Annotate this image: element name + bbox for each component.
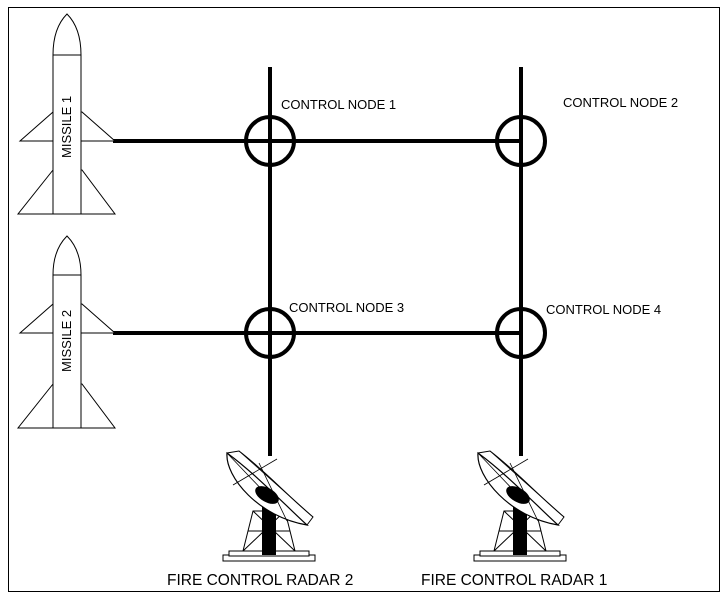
- fire-control-radar-1-label: FIRE CONTROL RADAR 1: [421, 572, 607, 589]
- radar-dish-icon: [223, 451, 315, 561]
- missile-1: MISSILE 1: [18, 14, 115, 214]
- fire-control-radar-2: FIRE CONTROL RADAR 2: [167, 451, 353, 589]
- control-node-3-label: CONTROL NODE 3: [289, 300, 404, 315]
- control-node-1-label: CONTROL NODE 1: [281, 97, 396, 112]
- fire-control-radar-1: FIRE CONTROL RADAR 1: [421, 451, 607, 589]
- bus-lines: [113, 67, 521, 456]
- missile-2: MISSILE 2: [18, 236, 115, 428]
- control-node-2-label: CONTROL NODE 2: [563, 95, 678, 110]
- missile-1-label: MISSILE 1: [59, 96, 74, 158]
- missile-2-label: MISSILE 2: [59, 310, 74, 372]
- fire-control-radar-2-label: FIRE CONTROL RADAR 2: [167, 572, 353, 589]
- control-node-2: CONTROL NODE 2: [497, 95, 678, 165]
- radar-dish-icon: [474, 451, 566, 561]
- control-node-4-label: CONTROL NODE 4: [546, 302, 661, 317]
